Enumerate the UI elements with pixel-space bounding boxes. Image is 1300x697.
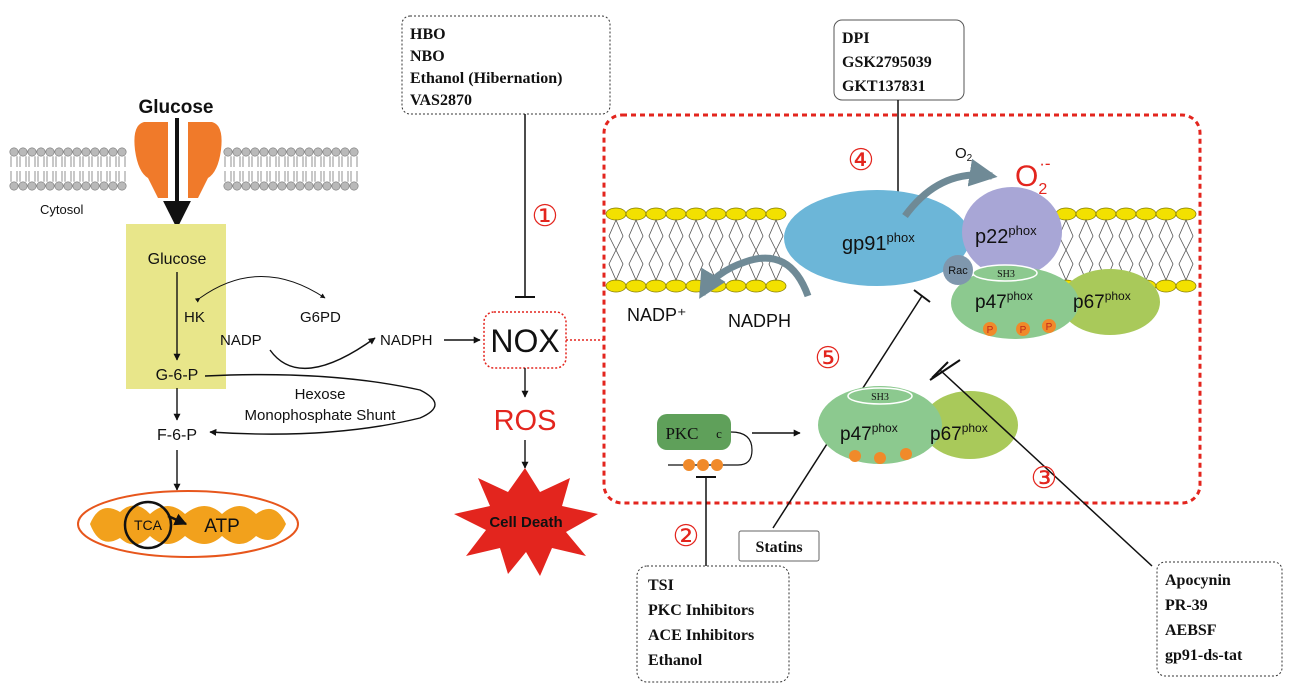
box-2-line-3: ACE Inhibitors — [648, 627, 754, 644]
inhibition-bar-5 — [913, 289, 931, 303]
hk-g6pd-curve — [194, 276, 326, 303]
inhibitor-box-4: DPI GSK2795039 GKT137831 — [833, 19, 965, 101]
f6p-label: F-6-P — [157, 427, 197, 444]
marker-4: ④ — [848, 144, 875, 177]
nadph-left-label: NADPH — [380, 332, 433, 349]
p67-active-subunit — [1060, 269, 1160, 335]
nadp-plus-label: NADP⁺ — [627, 305, 687, 325]
phospho-p-2: P — [1020, 325, 1027, 336]
nadph-oxidation-arrow — [698, 254, 812, 299]
p47-inactive-subunit — [818, 386, 942, 464]
atp-label: ATP — [204, 516, 240, 537]
glycolysis-highlight — [126, 224, 226, 389]
nadph-right-label: NADPH — [728, 311, 791, 331]
box-4-line-2: GSK2795039 — [842, 54, 932, 71]
pkc-label: PKC — [665, 424, 698, 443]
translocation-bar — [929, 359, 961, 381]
sh3-active-domain — [972, 264, 1038, 282]
phospho-p-3: P — [1046, 322, 1053, 333]
p67-inactive-subunit — [922, 391, 1018, 459]
sh3-active-label: SH3 — [997, 269, 1015, 280]
glucose-transporter — [134, 122, 222, 198]
statins-label: Statins — [755, 539, 802, 556]
sh3-inactive-label: SH3 — [871, 392, 889, 403]
rac-subunit — [943, 255, 973, 285]
statins-box: Statins — [738, 530, 820, 562]
pkc-protein — [657, 414, 731, 450]
nadp-left-label: NADP — [220, 332, 262, 349]
box-1-line-3: Ethanol (Hibernation) — [410, 70, 562, 87]
box-3-line-2: PR-39 — [1165, 597, 1208, 614]
box-4-line-1: DPI — [842, 30, 870, 47]
cytosol-label: Cytosol — [40, 202, 83, 217]
p22-subunit — [962, 187, 1062, 277]
superoxide-label: O2·- — [1015, 154, 1051, 198]
gp91-label: gp91phox — [842, 230, 915, 255]
box-2-line-1: TSI — [648, 577, 674, 594]
box-3-line-3: AEBSF — [1165, 622, 1217, 639]
inhibitor-box-1: HBO NBO Ethanol (Hibernation) VAS2870 — [401, 15, 611, 115]
box-1-line-4: VAS2870 — [410, 92, 472, 109]
oxygen-label: O2 — [955, 145, 973, 164]
pkc-phospho-sites — [683, 459, 723, 471]
marker-5: ⑤ — [815, 342, 842, 375]
box-3-line-1: Apocynin — [1165, 572, 1231, 589]
pkc-c-label: c — [716, 426, 722, 441]
marker-2: ② — [673, 520, 700, 553]
box-4-line-3: GKT137831 — [842, 78, 926, 95]
phospho-sites-inactive — [849, 448, 912, 464]
hexose-label: Hexose — [295, 386, 346, 403]
box-3-line-4: gp91-ds-tat — [1165, 647, 1243, 664]
glucose-inside-label: Glucose — [148, 251, 207, 268]
box-1-line-1: HBO — [410, 26, 446, 43]
p22-label: p22phox — [975, 223, 1037, 248]
inhibitor-box-3: Apocynin PR-39 AEBSF gp91-ds-tat — [1156, 561, 1283, 677]
hk-label: HK — [184, 309, 205, 326]
box-1-line-2: NBO — [410, 48, 445, 65]
cell-death-label: Cell Death — [489, 514, 562, 531]
nox-label: NOX — [490, 323, 559, 359]
left-membrane — [9, 147, 359, 191]
monophosphate-shunt-label: Monophosphate Shunt — [245, 407, 397, 424]
p47-active-label: p47phox — [975, 289, 1033, 313]
pkc-tail — [668, 431, 753, 466]
p67-active-label: p67phox — [1073, 289, 1131, 313]
marker-1: ① — [532, 200, 559, 233]
p47-inactive-label: p47phox — [840, 421, 898, 445]
hmp-shunt-loop — [204, 373, 436, 436]
rac-label: Rac — [948, 265, 968, 277]
inhibition-line-3 — [939, 369, 1153, 567]
sh3-inactive-domain — [847, 387, 913, 405]
oxygen-reduction-arrow — [902, 158, 998, 219]
g6p-label: G-6-P — [156, 367, 199, 384]
nadp-to-nadph-curve — [269, 337, 376, 370]
phospho-sites-active — [983, 319, 1056, 336]
inhibitor-box-2: TSI PKC Inhibitors ACE Inhibitors Ethano… — [636, 565, 790, 683]
phospho-p-1: P — [987, 325, 994, 336]
p67-inactive-label: p67phox — [930, 421, 988, 445]
marker-3: ③ — [1031, 462, 1058, 495]
ros-label: ROS — [494, 405, 557, 437]
box-2-line-4: Ethanol — [648, 652, 703, 669]
mitochondrion — [77, 490, 299, 558]
box-2-line-2: PKC Inhibitors — [648, 602, 754, 619]
gp91-subunit — [784, 190, 970, 286]
inhibition-bar-3 — [931, 361, 949, 379]
cell-death-burst — [454, 468, 598, 576]
glucose-outside-label: Glucose — [139, 97, 214, 118]
nox-complex-frame — [602, 113, 1202, 505]
tca-label: TCA — [134, 517, 163, 533]
g6pd-label: G6PD — [300, 309, 341, 326]
